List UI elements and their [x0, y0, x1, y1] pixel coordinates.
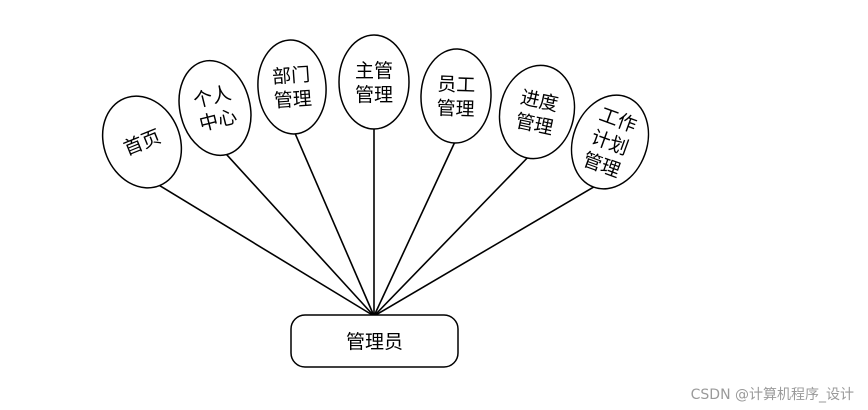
root-node-label: 管理员	[346, 331, 403, 353]
module-node-ellipse	[338, 34, 410, 130]
module-node-ellipse	[178, 59, 252, 157]
module-node-ellipse	[570, 94, 650, 190]
module-node-label: 管理	[273, 88, 312, 113]
connector-line	[373, 142, 456, 317]
connector-line	[294, 133, 375, 317]
module-node-ellipse	[420, 48, 492, 144]
module-node-label: 管理	[436, 97, 475, 120]
connector-line	[226, 154, 375, 317]
module-node-ellipse	[257, 39, 327, 135]
module-node-label: 员工	[437, 73, 476, 96]
module-node-ellipse	[101, 95, 183, 189]
connector-line	[373, 186, 595, 317]
connector-lines	[159, 129, 595, 317]
module-node: 首页	[101, 95, 183, 189]
csdn-watermark: CSDN @计算机程序_设计	[690, 387, 854, 403]
module-nodes: 首页个人中心部门管理主管管理员工管理进度管理工作计划管理	[101, 34, 650, 190]
module-node-ellipse	[498, 64, 576, 160]
module-node-label: 管理	[355, 84, 393, 106]
module-node-label: 主管	[355, 60, 393, 82]
connector-line	[159, 184, 375, 317]
root-node-box	[290, 314, 459, 368]
root-node-admin: 管理员	[290, 314, 459, 368]
connector-line	[373, 157, 528, 317]
module-node-label: 部门	[272, 64, 311, 89]
